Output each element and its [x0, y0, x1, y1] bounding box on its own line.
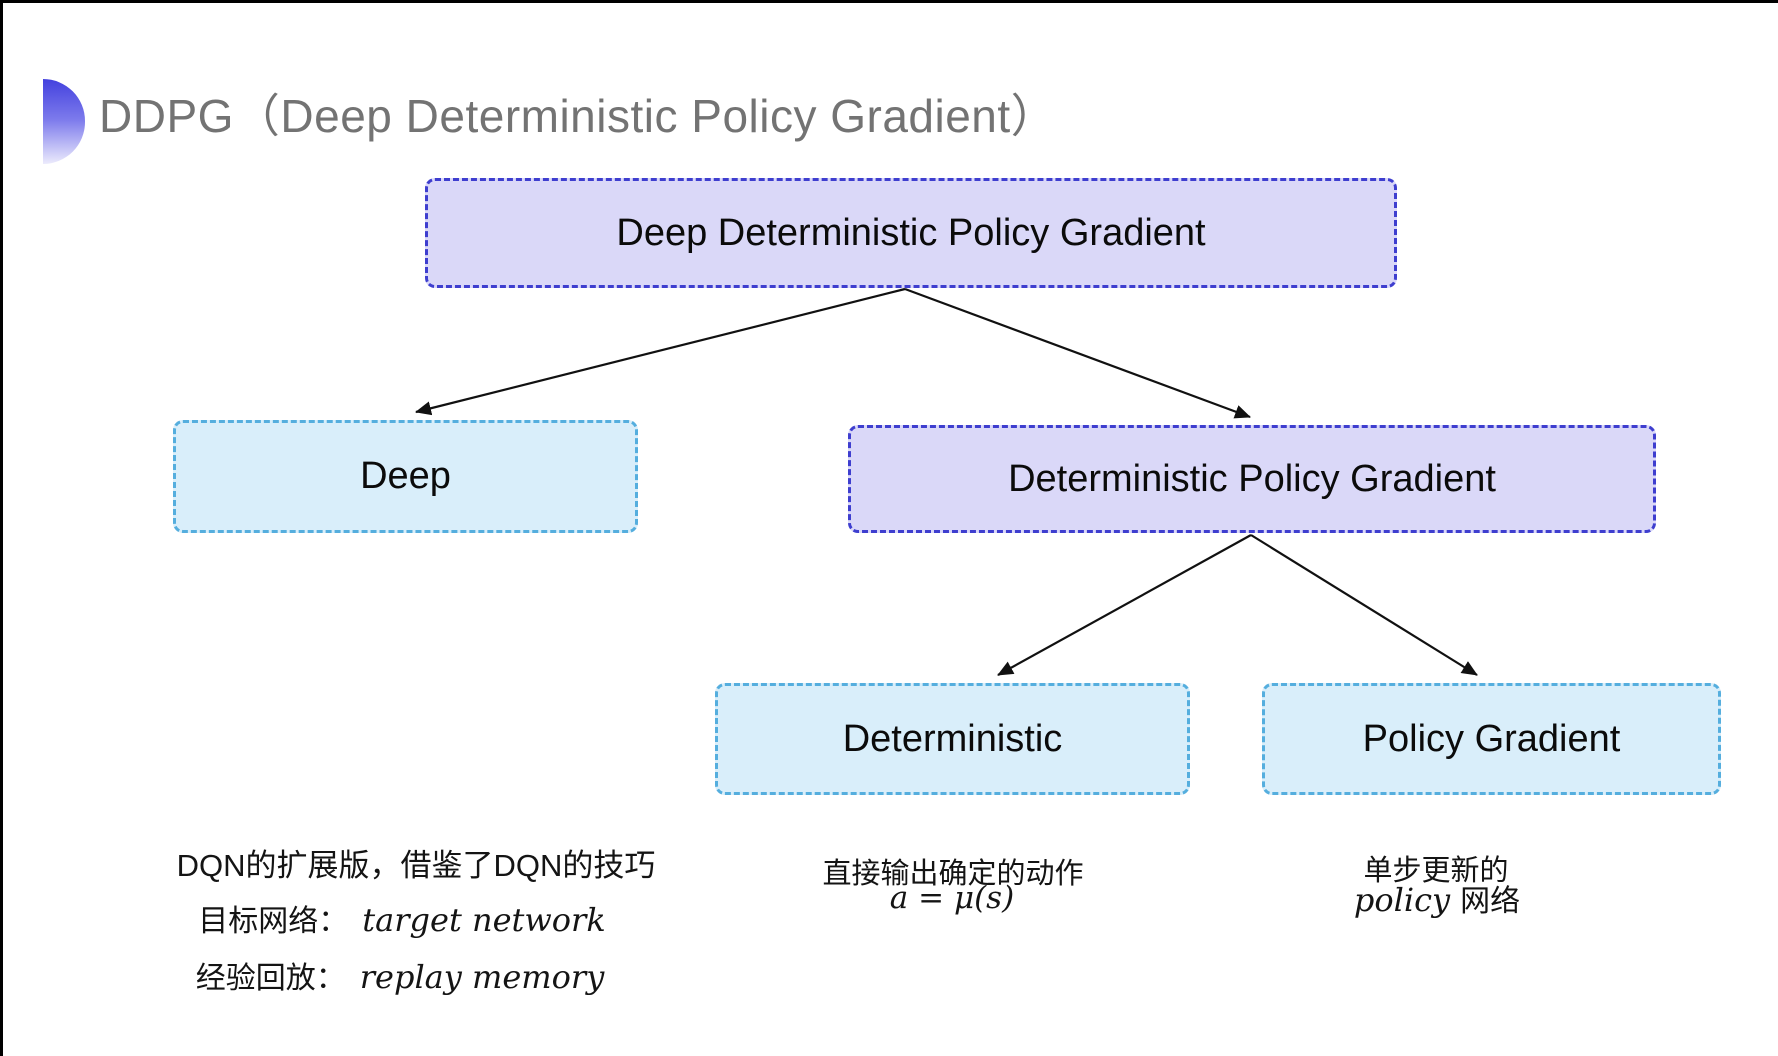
- page-title: DDPG（Deep Deterministic Policy Gradient）: [99, 90, 1058, 142]
- note-deep-line3-term: replay memory: [359, 958, 605, 996]
- node-deterministic: Deterministic: [715, 683, 1190, 795]
- note-policy-gradient-term: policy: [1353, 881, 1451, 919]
- note-deep-line3-label: 经验回放：: [195, 962, 346, 995]
- node-deep-deterministic-policy-gradient: Deep Deterministic Policy Gradient: [425, 178, 1397, 288]
- note-policy-gradient-line1: 单步更新的: [1363, 855, 1509, 887]
- node-label: Deep Deterministic Policy Gradient: [616, 211, 1206, 254]
- node-deep: Deep: [173, 420, 638, 533]
- note-deterministic-line1: 直接输出确定的动作: [822, 858, 1084, 890]
- note-deep-line2-label: 目标网络：: [198, 905, 349, 938]
- edge-ddpg-dpg: [904, 287, 1251, 419]
- note-policy-gradient-suffix: 网络: [1460, 885, 1521, 918]
- note-deep-line2-term: target network: [362, 901, 606, 939]
- note-deep-line3: 经验回放： replay memory: [50, 953, 750, 997]
- node-label: Deterministic: [842, 717, 1063, 760]
- node-label: Policy Gradient: [1362, 717, 1621, 760]
- title-bullet-decoration: [43, 79, 85, 164]
- node-label: Deterministic Policy Gradient: [1008, 457, 1496, 500]
- note-deterministic-formula: a = μ(s): [889, 880, 1015, 916]
- left-frame-line: [0, 0, 3, 1056]
- edge-ddpg-deep: [415, 287, 906, 416]
- note-deep-line1: DQN的扩展版，借鉴了DQN的技巧: [176, 848, 656, 883]
- note-policy-gradient-line2: policy 网络: [1087, 876, 1778, 920]
- node-policy-gradient: Policy Gradient: [1262, 683, 1721, 795]
- top-frame-line: [0, 0, 1778, 3]
- node-label: Deep: [360, 455, 451, 497]
- edge-dpg-policy-gradient: [1250, 534, 1478, 676]
- node-deterministic-policy-gradient: Deterministic Policy Gradient: [848, 425, 1656, 533]
- edge-dpg-deterministic: [997, 534, 1252, 676]
- note-deep-line2: 目标网络： target network: [52, 896, 752, 940]
